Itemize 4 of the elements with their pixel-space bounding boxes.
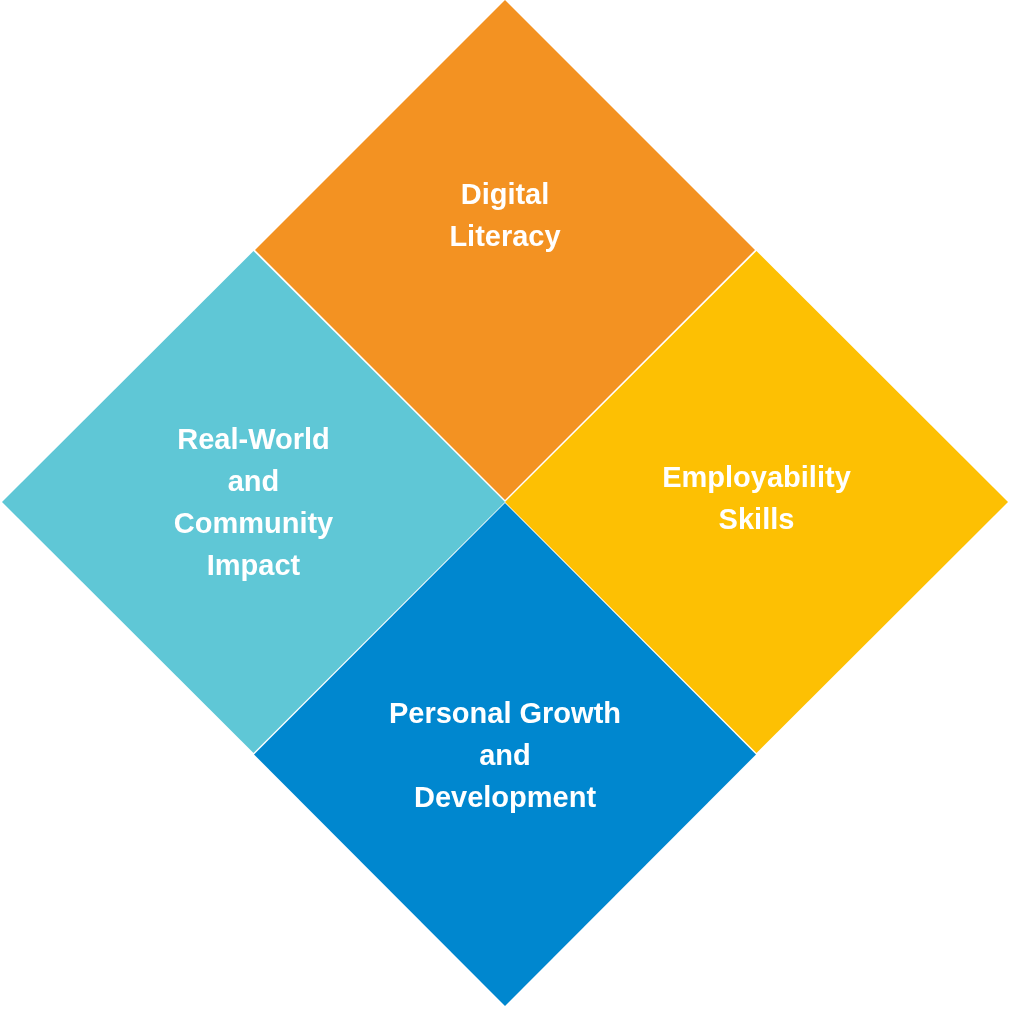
tile-label: Real-World and Community Impact [172,422,335,583]
tile-label: Digital Literacy [448,177,562,254]
tile-label: Personal Growth and Development [387,695,622,815]
tile-label: Employability Skills [661,460,852,537]
